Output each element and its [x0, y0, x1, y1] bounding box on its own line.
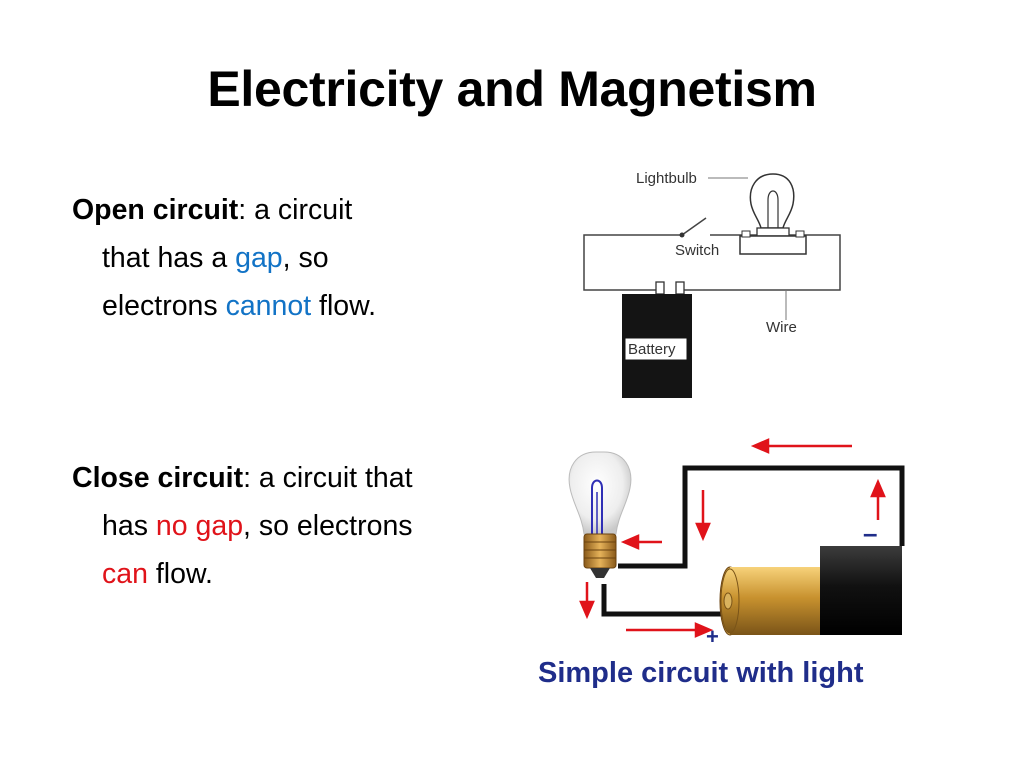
open-circuit-term: Open circuit — [72, 194, 239, 226]
open-circuit-highlight-cannot: cannot — [225, 290, 312, 322]
arrow-up-right-icon — [870, 478, 886, 520]
close-circuit-line-1: Close circuit: a circuit that — [72, 454, 413, 502]
close-circuit-line-2: has no gap, so electrons — [72, 502, 413, 550]
open-circuit-line-2: that has a gap, so — [72, 234, 376, 282]
close-circuit-colon: : — [243, 462, 251, 494]
close-circuit-text-2b: , so electrons — [243, 510, 413, 542]
battery-label: Battery — [628, 341, 676, 358]
close-circuit-term: Close circuit — [72, 462, 244, 494]
closed-circuit-diagram: – + Simple circuit with light — [538, 438, 905, 689]
close-circuit-text-3b: flow. — [147, 558, 213, 590]
open-circuit-text-3a: electrons — [102, 290, 226, 322]
glowing-bulb-icon — [568, 451, 632, 578]
battery-cylinder-icon — [719, 546, 902, 636]
switch-label: Switch — [675, 242, 719, 259]
open-circuit-text-2a: that has a — [102, 242, 236, 274]
switch-contact-icon — [679, 232, 685, 238]
arrow-down-left-icon — [579, 582, 595, 620]
close-circuit-text-1: a circuit that — [250, 462, 413, 494]
positive-terminal-label: + — [706, 624, 719, 649]
close-circuit-definition: Close circuit: a circuit that has no gap… — [72, 454, 413, 598]
arrow-right-bottom-icon — [626, 622, 714, 638]
open-circuit-text-1: a circuit — [246, 194, 353, 226]
close-circuit-line-3: can flow. — [72, 550, 413, 598]
close-circuit-highlight-no-gap: no gap — [155, 510, 244, 542]
open-circuit-diagram: Lightbulb Switch Battery Wire — [583, 170, 841, 398]
arrow-down-mid-icon — [695, 490, 711, 542]
wire-label: Wire — [766, 319, 797, 336]
negative-terminal-label: – — [863, 518, 877, 548]
electron-flow-arrows — [579, 438, 886, 638]
open-circuit-highlight-gap: gap — [235, 242, 283, 274]
slide-title: Electricity and Magnetism — [207, 61, 817, 117]
label-leader-lines — [708, 177, 787, 320]
arrow-top-left-icon — [750, 438, 852, 454]
close-circuit-text-2a: has — [102, 510, 156, 542]
closed-circuit-caption: Simple circuit with light — [538, 657, 864, 689]
arrow-left-mid-icon — [620, 534, 662, 550]
open-circuit-text-3b: flow. — [311, 290, 377, 322]
closed-circuit-wires — [601, 465, 905, 617]
lightbulb-icon — [739, 173, 807, 255]
battery-icon — [622, 281, 692, 398]
open-circuit-text-2b: , so — [282, 242, 329, 274]
open-circuit-line-1: Open circuit: a circuit — [72, 186, 376, 234]
open-circuit-definition: Open circuit: a circuit that has a gap, … — [72, 186, 376, 330]
open-circuit-line-3: electrons cannot flow. — [72, 282, 376, 330]
open-circuit-colon: : — [238, 194, 247, 226]
lightbulb-label: Lightbulb — [636, 170, 697, 187]
close-circuit-highlight-can: can — [102, 558, 148, 590]
